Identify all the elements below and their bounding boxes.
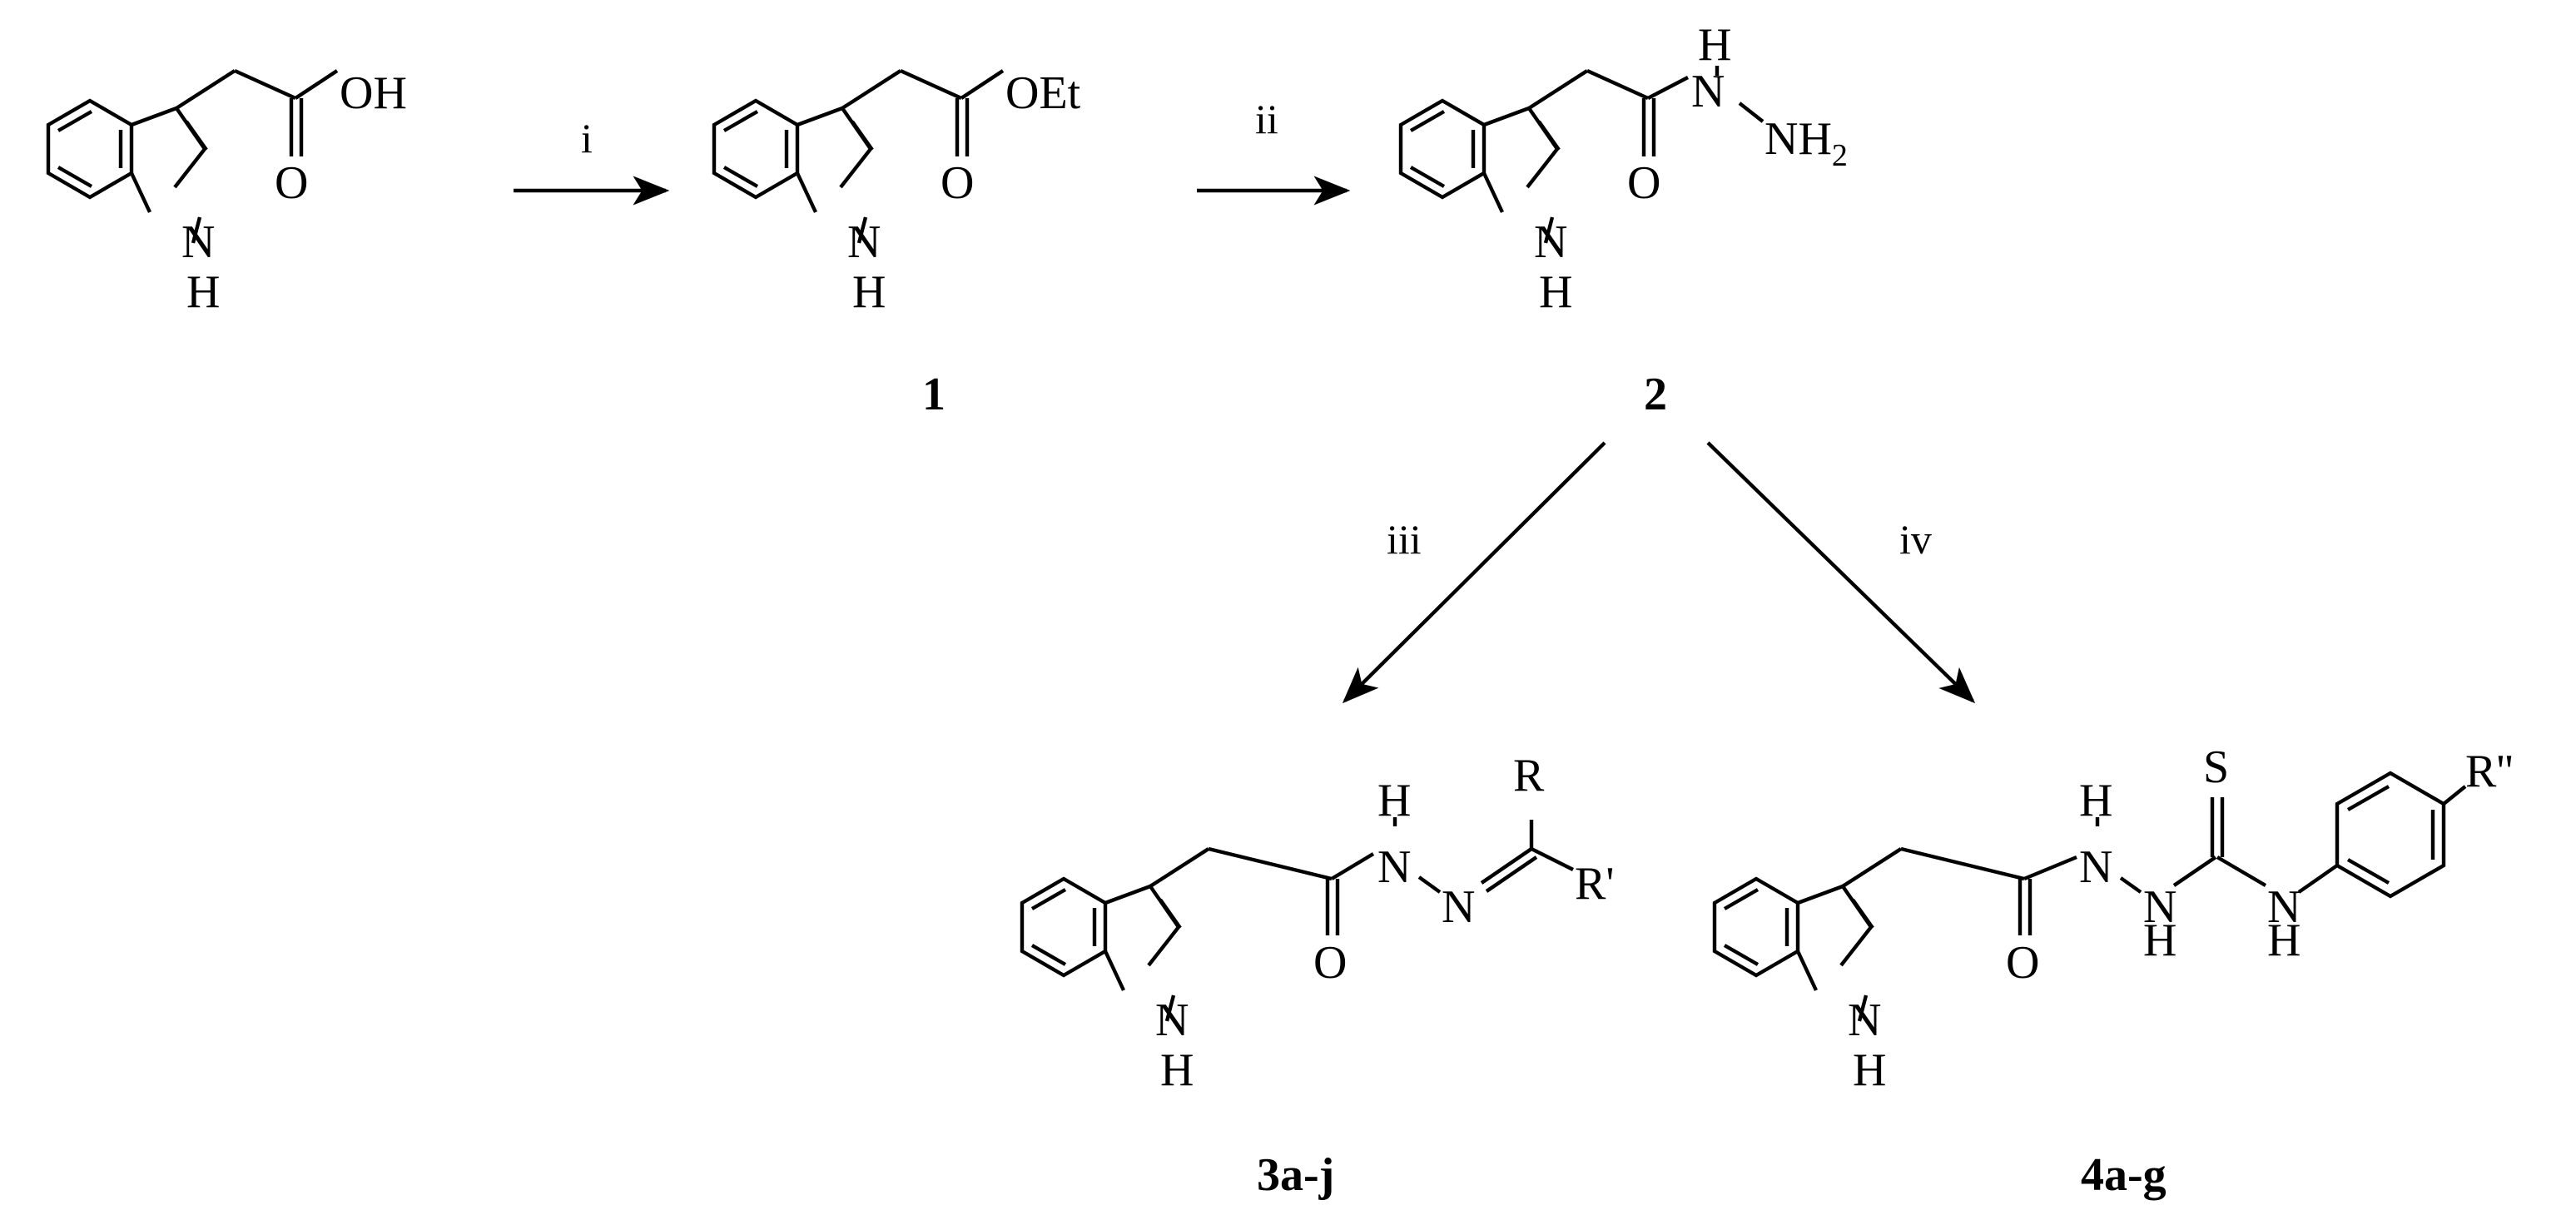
- indole-nitrogen-label: N: [181, 216, 215, 268]
- phenyl-ring: [2335, 771, 2446, 899]
- indole-3-acetic-acid-structure: OH O N H: [46, 67, 407, 318]
- reagent-label-i: i: [581, 115, 593, 161]
- indole-nitrogen-label: N: [847, 216, 881, 268]
- carbonyl-oxygen-label: O: [275, 157, 308, 209]
- amide-hydrogen-label: H: [1698, 19, 1731, 71]
- ethoxy-label: OEt: [1005, 67, 1081, 119]
- reagent-label-ii: ii: [1255, 96, 1278, 142]
- compound-label-2: 2: [1644, 369, 1667, 420]
- reaction-arrow-iv: [1706, 441, 1976, 704]
- indole-hydrogen-label: H: [1539, 266, 1572, 318]
- compound-2-structure: N H NH2 O N H: [1398, 19, 1848, 318]
- indole-nitrogen-label: N: [1155, 994, 1189, 1046]
- compound-label-1: 1: [922, 369, 946, 420]
- amide-hydrogen-label: H: [1377, 775, 1411, 826]
- indole-hydrogen-label: H: [1160, 1044, 1194, 1096]
- thione-sulfur-label: S: [2203, 741, 2229, 793]
- reagent-label-iv: iv: [1899, 516, 1932, 563]
- amide-hydrogen-label: H: [2079, 775, 2112, 826]
- compound-label-4a-g: 4a-g: [2081, 1149, 2167, 1201]
- compound-4-structure: N H N H N H S R'' O N H: [1712, 741, 2514, 1096]
- thioamide-nitrogen-label: N: [2267, 881, 2301, 933]
- indole-hydrogen-label: H: [186, 266, 220, 318]
- indole-skeleton: [712, 98, 874, 244]
- compound-label-3a-j: 3a-j: [1257, 1149, 1334, 1201]
- indole-hydrogen-label: H: [852, 266, 886, 318]
- substituent-r-double-prime-label: R'': [2465, 746, 2514, 797]
- reagent-label-iii: iii: [1387, 516, 1422, 563]
- indole-skeleton: [46, 98, 208, 244]
- amide-nitrogen-label: N: [2079, 841, 2112, 893]
- amide-nitrogen-label: N: [1377, 841, 1411, 893]
- indole-skeleton: [1398, 98, 1561, 244]
- reaction-arrow-iii: [1342, 441, 1606, 704]
- substituent-r-label: R: [1513, 750, 1545, 801]
- indole-nitrogen-label: N: [1534, 216, 1567, 268]
- carbonyl-oxygen-label: O: [1313, 937, 1347, 989]
- hydrazine-nitrogen-label: N: [2143, 881, 2176, 933]
- indole-skeleton: [1712, 876, 1874, 1022]
- imine-nitrogen-label: N: [1442, 881, 1475, 933]
- compound-3-structure: N H N R R' O N H: [1020, 750, 1614, 1096]
- substituent-r-prime-label: R': [1575, 858, 1614, 910]
- hydrazine-hydrogen-label: H: [2143, 915, 2176, 966]
- hydroxyl-label: OH: [340, 67, 407, 119]
- compound-1-structure: OEt O N H: [712, 67, 1081, 318]
- carbonyl-oxygen-label: O: [2006, 937, 2039, 989]
- indole-nitrogen-label: N: [1848, 994, 1881, 1046]
- carbonyl-oxygen-label: O: [1627, 157, 1660, 209]
- amino-group-label: NH2: [1764, 113, 1848, 173]
- carbonyl-oxygen-label: O: [941, 157, 974, 209]
- thioamide-hydrogen-label: H: [2267, 915, 2301, 966]
- indole-hydrogen-label: H: [1853, 1044, 1886, 1096]
- indole-skeleton: [1020, 876, 1182, 1022]
- amide-nitrogen-label: N: [1691, 66, 1725, 117]
